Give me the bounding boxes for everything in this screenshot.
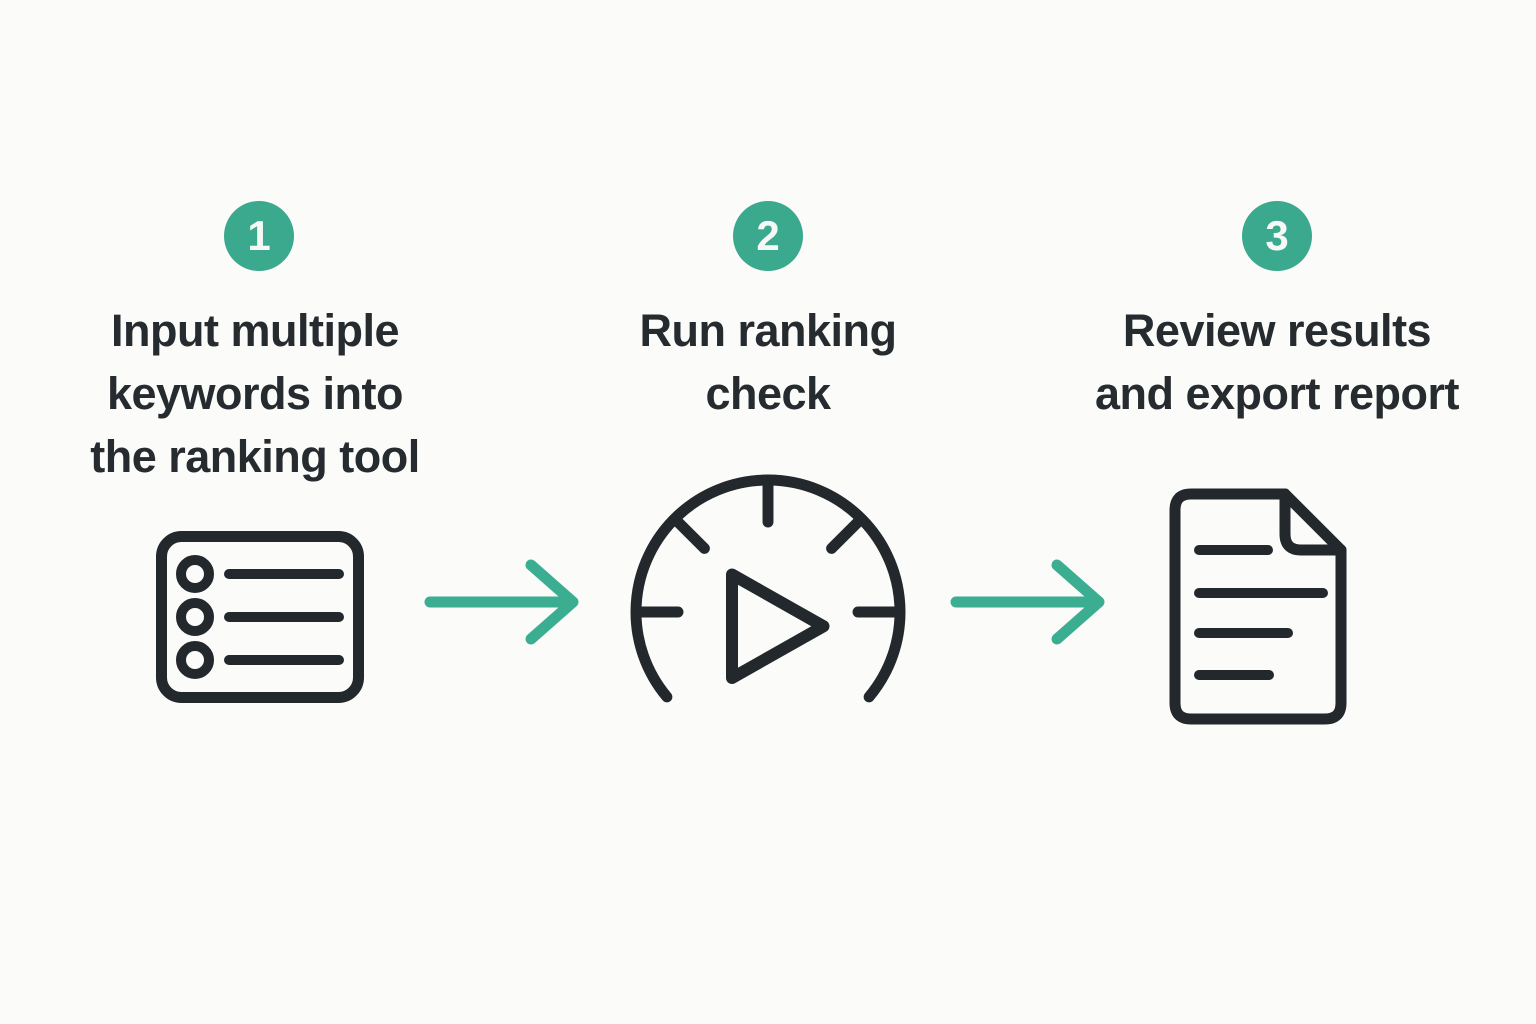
- step-3-number-badge: 3: [1242, 201, 1312, 271]
- flow-arrow-2-icon: [944, 557, 1114, 652]
- step-2-title-line-2: check: [705, 368, 831, 419]
- step-1-title-line-1: Input multiple: [111, 305, 399, 356]
- step-2-number: 2: [756, 212, 780, 259]
- step-1-title-line-3: the ranking tool: [90, 431, 420, 482]
- step-1-title-line-2: keywords into: [106, 368, 404, 419]
- step-1-number-badge: 1: [224, 201, 294, 271]
- step-2-title-line-1: Run ranking: [639, 305, 897, 356]
- keyword-list-icon: [155, 530, 365, 709]
- step-2-number-badge: 2: [733, 201, 803, 271]
- step-1-title: Input multiple keywords into the ranking…: [30, 299, 480, 488]
- document-report-icon: [1163, 487, 1353, 732]
- step-3-title: Review results and export report: [1058, 299, 1496, 425]
- step-1-number: 1: [247, 212, 271, 259]
- step-3-number: 3: [1265, 212, 1289, 259]
- gauge-play-icon: [618, 462, 918, 767]
- step-2-title: Run ranking check: [568, 299, 968, 425]
- step-3-title-line-2: and export report: [1094, 368, 1460, 419]
- flow-arrow-1-icon: [418, 557, 588, 652]
- step-3-title-line-1: Review results: [1122, 305, 1432, 356]
